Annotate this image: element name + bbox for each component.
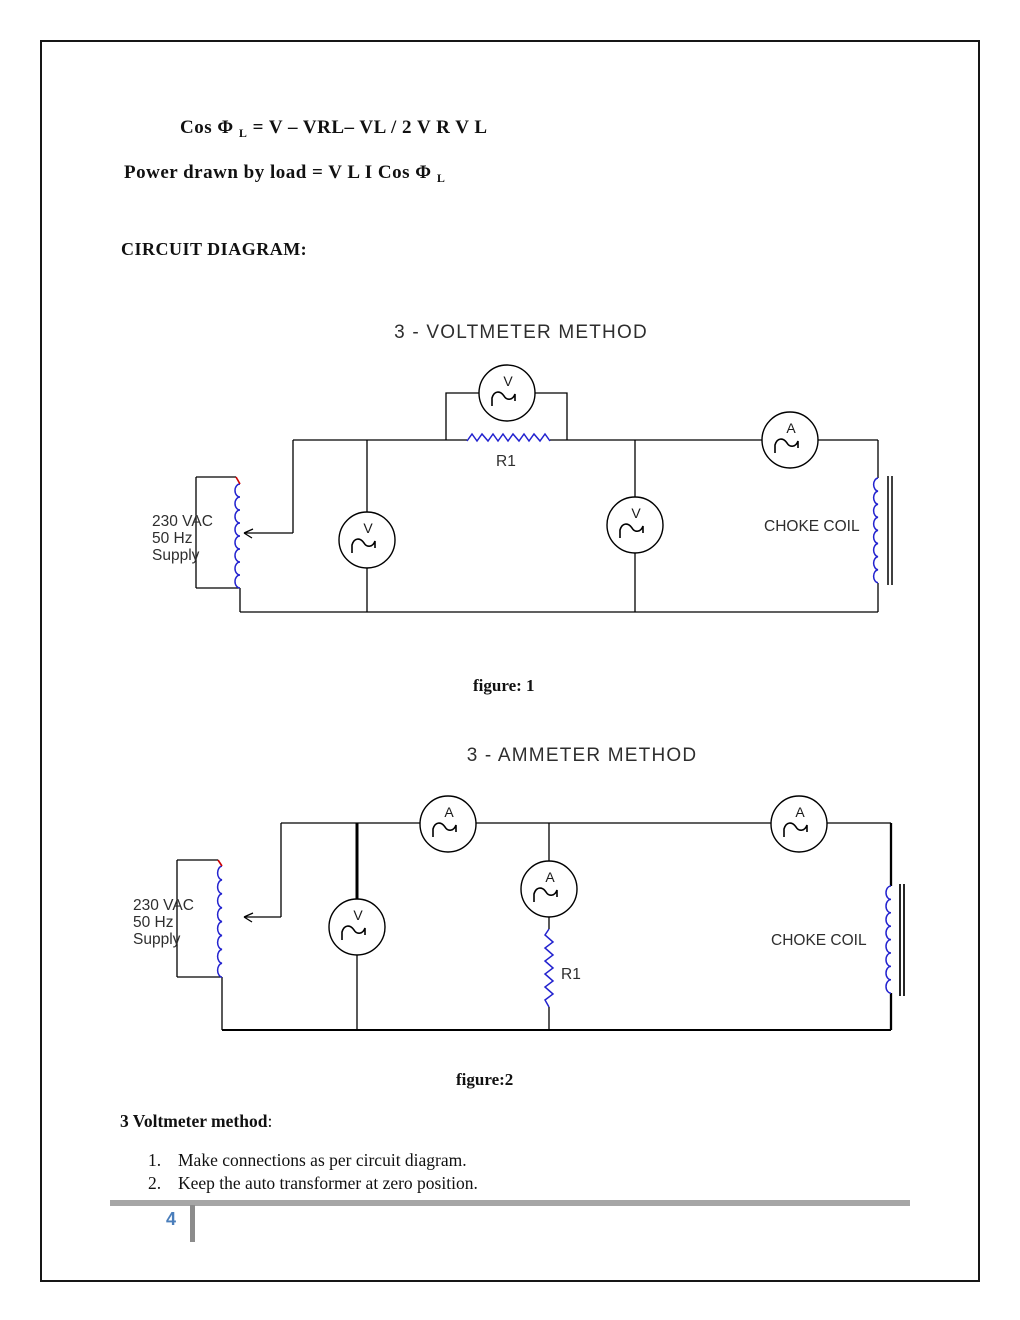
choke-core-bars	[887, 476, 893, 585]
formula-cos-phi: Cos Φ L = V – VRL– VL / 2 V R V L	[180, 117, 488, 141]
ammeter-letter: A	[786, 420, 796, 436]
formula-rhs: = V – VRL– VL / 2 V R V L	[247, 117, 488, 138]
formula-subscript: L	[238, 126, 248, 140]
supply-label-line1: 230 VAC	[133, 897, 194, 914]
supply-label-line1: 230 VAC	[152, 513, 213, 530]
figure2-circuit: A A A V 230 VAC 50 Hz Supply R1 CHOKE CO…	[133, 795, 905, 1031]
formula-lhs: Power drawn by load = V L I Cos Φ	[124, 162, 437, 183]
procedure-heading-text: 3 Voltmeter method	[120, 1111, 268, 1131]
figure1-title: 3 - VOLTMETER METHOD	[394, 322, 648, 343]
voltmeter-letter: V	[363, 520, 373, 536]
voltmeter-letter: V	[631, 505, 641, 521]
figure1-caption: figure: 1	[473, 676, 535, 695]
figure2-caption: figure:2	[456, 1070, 514, 1089]
figure1-wires	[195, 392, 879, 613]
figure2-wires	[176, 822, 891, 1030]
procedure-heading: 3 Voltmeter method:	[120, 1111, 272, 1132]
supply-label-line2: 50 Hz	[133, 914, 174, 931]
list-item: 2. Keep the auto transformer at zero posi…	[148, 1173, 478, 1194]
supply-label-line2: 50 Hz	[152, 530, 193, 547]
resistor-label: R1	[496, 453, 516, 470]
formula-subscript: L	[436, 171, 446, 185]
formula-power: Power drawn by load = V L I Cos Φ L	[124, 162, 445, 186]
procedure-heading-colon: :	[267, 1111, 273, 1131]
page-border	[40, 40, 980, 1282]
resistor-r1-zigzag	[543, 928, 555, 1008]
voltmeter-letter: V	[353, 907, 363, 923]
supply-red-tick	[235, 476, 241, 485]
supply-red-tick	[217, 859, 223, 867]
choke-coil-winding	[872, 477, 879, 584]
ammeter-letter: A	[545, 869, 555, 885]
supply-coil	[216, 865, 223, 978]
list-item-text: Keep the auto transformer at zero positi…	[178, 1173, 478, 1193]
footer-horizontal-rule	[110, 1200, 910, 1206]
section-heading: CIRCUIT DIAGRAM:	[121, 239, 308, 259]
list-item: 1. Make connections as per circuit diagra…	[148, 1150, 467, 1171]
ammeter-letter: A	[444, 804, 454, 820]
resistor-label: R1	[561, 966, 581, 983]
choke-coil-label: CHOKE COIL	[771, 932, 867, 949]
supply-label-line3: Supply	[152, 547, 200, 564]
ammeter-letter: A	[795, 804, 805, 820]
voltmeter-letter: V	[503, 373, 513, 389]
choke-core-bars	[899, 884, 905, 996]
supply-coil	[234, 483, 241, 589]
list-item-number: 1.	[148, 1150, 162, 1170]
figure1-circuit: V V V A 230 VAC 50 Hz Supply R1 CHOKE CO…	[152, 364, 893, 613]
formula-lhs: Cos Φ	[180, 117, 239, 138]
page-number: 4	[166, 1209, 177, 1229]
figure2-title: 3 - AMMETER METHOD	[466, 745, 698, 766]
list-item-text: Make connections as per circuit diagram.	[178, 1150, 467, 1170]
resistor-r1-zigzag	[466, 432, 551, 443]
choke-coil-label: CHOKE COIL	[764, 518, 860, 535]
supply-label-line3: Supply	[133, 931, 181, 948]
choke-coil-winding	[885, 885, 892, 994]
list-item-number: 2.	[148, 1173, 162, 1193]
footer-vertical-rule	[190, 1205, 195, 1242]
